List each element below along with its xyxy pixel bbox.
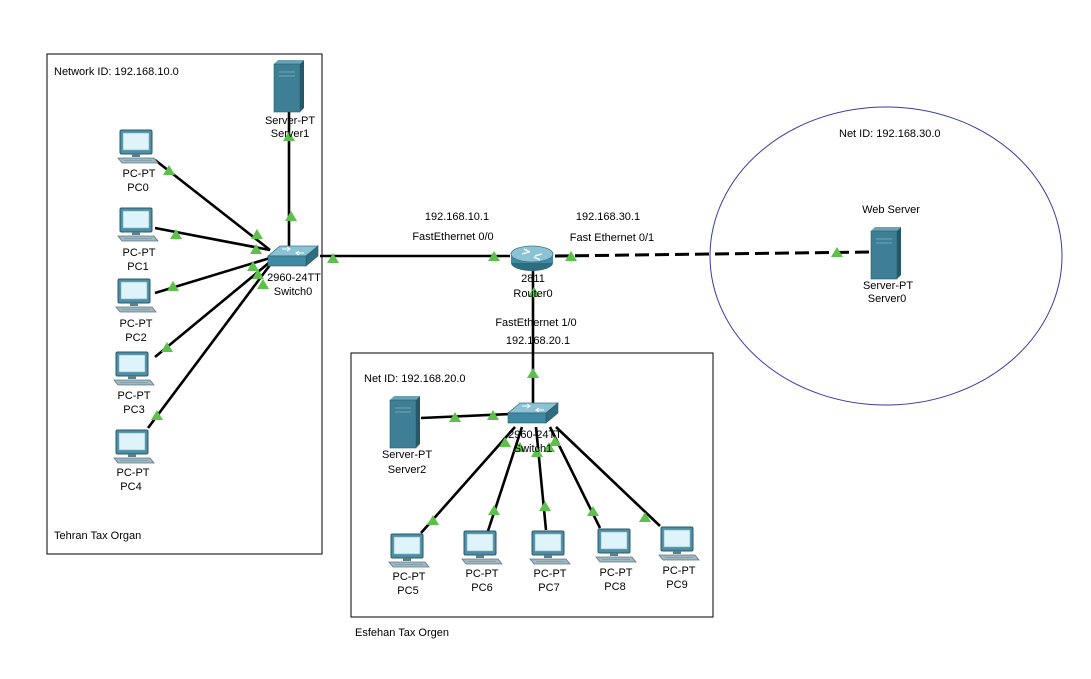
- link-pc1-switch0[interactable]: [154, 226, 271, 252]
- pc9-model: PC-PT: [663, 565, 696, 577]
- pc1-icon[interactable]: [117, 207, 159, 242]
- link-status-indicators: [151, 131, 843, 525]
- server2-icon[interactable]: [389, 395, 421, 449]
- fa10-name: FastEthernet 1/0: [495, 317, 576, 329]
- server0-model: Server-PT: [863, 280, 913, 292]
- switch1-icon[interactable]: [507, 402, 559, 424]
- web-net-id: Net ID: 192.168.30.0: [839, 128, 941, 140]
- pc1-name: PC1: [127, 261, 148, 273]
- pc4-icon[interactable]: [113, 429, 155, 464]
- link-pc3-switch0[interactable]: [154, 260, 271, 359]
- pc3-model: PC-PT: [118, 390, 151, 402]
- switch0-model: 2960-24TT: [267, 272, 321, 284]
- pc7-name: PC7: [538, 582, 559, 594]
- pc7-icon[interactable]: [529, 530, 571, 565]
- switch1-name: Switch1: [514, 443, 553, 455]
- pc8-icon[interactable]: [595, 528, 637, 563]
- pc2-icon[interactable]: [115, 278, 157, 313]
- switch1-model: 2960-24TT: [508, 429, 562, 441]
- pc0-model: PC-PT: [123, 168, 156, 180]
- server1-name: Server1: [271, 128, 310, 140]
- link-pc9-switch1[interactable]: [555, 426, 661, 527]
- link-pc5-switch1[interactable]: [420, 426, 516, 534]
- pc4-model: PC-PT: [117, 467, 150, 479]
- web-server-label: Web Server: [862, 204, 920, 216]
- server1-icon[interactable]: [273, 59, 305, 113]
- pc7-model: PC-PT: [534, 568, 567, 580]
- pc4-name: PC4: [120, 481, 141, 493]
- fa01-ip: 192.168.30.1: [576, 211, 640, 223]
- pc0-icon[interactable]: [117, 129, 159, 164]
- pc6-name: PC6: [471, 582, 492, 594]
- pc0-name: PC0: [127, 182, 148, 194]
- pc5-name: PC5: [397, 585, 418, 597]
- fa10-ip: 192.168.20.1: [506, 335, 570, 347]
- pc3-icon[interactable]: [113, 351, 155, 386]
- pc8-model: PC-PT: [600, 567, 633, 579]
- pc8-name: PC8: [604, 581, 625, 593]
- link-router0-server0[interactable]: [554, 250, 871, 258]
- pc1-model: PC-PT: [123, 247, 156, 259]
- switch0-icon[interactable]: [267, 245, 319, 267]
- web-area-ellipse: [709, 106, 1063, 406]
- server1-model: Server-PT: [265, 115, 315, 127]
- fa00-name: FastEthernet 0/0: [412, 231, 493, 243]
- server2-name: Server2: [388, 464, 427, 476]
- pc6-model: PC-PT: [466, 568, 499, 580]
- server0-name: Server0: [868, 293, 907, 305]
- esfehan-net-id: Net ID: 192.168.20.0: [364, 373, 466, 385]
- tehran-net-id: Network ID: 192.168.10.0: [54, 66, 179, 78]
- switch0-name: Switch0: [274, 286, 313, 298]
- link-pc7-switch1[interactable]: [534, 426, 548, 531]
- fa00-ip: 192.168.10.1: [425, 211, 489, 223]
- router0-model: 2811: [521, 273, 545, 285]
- pc6-icon[interactable]: [461, 530, 503, 565]
- pc5-model: PC-PT: [393, 571, 426, 583]
- tehran-area-box: [46, 53, 323, 555]
- tehran-area-label: Tehran Tax Organ: [54, 530, 141, 542]
- pc9-name: PC9: [666, 579, 687, 591]
- link-pc4-switch0[interactable]: [146, 264, 272, 429]
- server2-model: Server-PT: [382, 449, 432, 461]
- fa01-name: Fast Ethernet 0/1: [570, 232, 654, 244]
- pc5-icon[interactable]: [388, 533, 430, 568]
- pc3-name: PC3: [123, 404, 144, 416]
- router0-name: Router0: [513, 288, 552, 300]
- pc9-icon[interactable]: [658, 526, 700, 561]
- pc2-model: PC-PT: [120, 318, 153, 330]
- pc2-name: PC2: [125, 332, 146, 344]
- server0-icon[interactable]: [870, 226, 902, 280]
- router0-icon[interactable]: [510, 245, 554, 272]
- esfehan-area-label: Esfehan Tax Orgen: [355, 627, 449, 639]
